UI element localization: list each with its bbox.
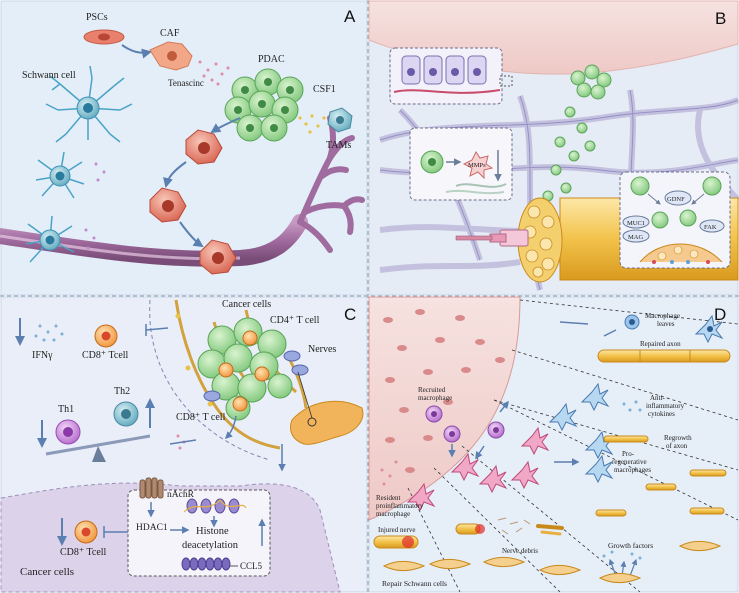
label-mmps: MMPs: [468, 162, 486, 169]
label-macro-leaves-1: Macrophage: [645, 312, 680, 320]
recruited-macrophages: [425, 405, 505, 443]
label-muc1: MUC1: [627, 220, 645, 227]
tumor-cluster-b: [542, 64, 612, 202]
label-pscs: PSCs: [86, 12, 108, 23]
panel-a-letter: A: [344, 7, 356, 26]
schwann-cell-3: [25, 215, 75, 263]
gdnf-bubble: [664, 190, 692, 206]
label-ifn: IFNγ: [32, 350, 53, 361]
label-resident-1: Resident: [376, 494, 401, 502]
axon-branches: [297, 115, 365, 253]
label-pro-3: macrophages: [614, 466, 651, 474]
label-growth: Growth factors: [608, 541, 653, 550]
label-mag: MAG: [628, 234, 643, 241]
gdnf-inset: [619, 171, 731, 269]
cd4-tcells: [218, 330, 270, 412]
label-csf1: CSF1: [313, 84, 336, 95]
label-pro-1: Pro-: [622, 450, 635, 458]
panel-c: C: [0, 296, 368, 593]
label-injured: Injured nerve: [378, 526, 416, 534]
panel-b: B: [368, 0, 739, 296]
cd8-tcells-c: [203, 350, 309, 402]
schwann-secretions: [84, 162, 106, 250]
macrophage-a3: [199, 239, 237, 275]
label-cd4: CD4⁺ T cell: [270, 315, 320, 326]
label-repair: Repair Schwann cells: [382, 579, 447, 588]
regrowth-axons: [595, 435, 727, 517]
tenascin-dots: [198, 60, 230, 86]
fak-bubble: [699, 219, 725, 233]
ifn-dots: [34, 324, 64, 342]
label-schwann: Schwann cell: [22, 70, 76, 81]
tissue-cells: [383, 309, 505, 473]
label-fak: FAK: [704, 224, 717, 231]
label-tenascinc: Tenascinc: [168, 78, 204, 88]
chromatin-bottom: [181, 557, 231, 571]
label-nachr: nAchR: [167, 490, 195, 500]
label-repaired-axon: Repaired axon: [640, 340, 681, 348]
mag-bubble: [622, 229, 650, 243]
pdac-cluster: [224, 68, 304, 142]
blue-macrophages: [548, 382, 614, 484]
pink-macrophages: [406, 426, 550, 512]
label-tams: TAMs: [326, 140, 351, 151]
repair-schwann-cells: [382, 541, 722, 583]
epithelial-cells: [401, 55, 487, 85]
macrophage-d-star: [694, 314, 724, 344]
label-ccl5: CCL5: [240, 561, 263, 571]
nachr-receptor: [139, 477, 164, 499]
panel-d-letter: D: [714, 305, 726, 324]
schwann-cell-2: [35, 151, 85, 199]
label-debris: Nerve debris: [502, 547, 538, 555]
label-regrowth-1: Regrowth: [664, 434, 692, 442]
label-gdnf: GDNF: [667, 196, 685, 203]
label-anti-1: Anti-: [650, 394, 665, 402]
mmp-burst: [462, 151, 494, 180]
panel-d: D Macrophage leaves: [368, 296, 739, 593]
label-pdac: PDAC: [258, 54, 285, 65]
panel-c-letter: C: [344, 305, 356, 324]
label-cd8-tcell: CD8⁺ T cell: [176, 412, 226, 423]
label-cancer-cells-bottom: Cancer cells: [20, 566, 74, 578]
label-caf: CAF: [160, 28, 180, 39]
pancreas: [290, 400, 364, 445]
injured-tissue: [368, 296, 521, 521]
label-th1: Th1: [58, 404, 74, 415]
label-recruited-1: Recruited: [418, 386, 446, 394]
label-anti-2: inflammatory: [646, 402, 685, 410]
label-deacetylation: deacetylation: [182, 540, 239, 551]
muc1-bubble: [622, 215, 650, 229]
label-resident-3: macrophage: [376, 510, 410, 518]
label-cd8-b: CD8⁺ Tcell: [60, 547, 107, 558]
macrophage-leaves: [624, 314, 640, 330]
csf1-dots: [298, 114, 326, 134]
label-cd8-a: CD8⁺ Tcell: [82, 350, 129, 361]
label-regrowth-2: of axon: [666, 442, 688, 450]
schwann-cell-1: [45, 65, 133, 143]
macrophage-a2: [149, 187, 187, 223]
repaired-axon: [597, 349, 731, 363]
label-cancer-cells-top: Cancer cells: [222, 299, 271, 310]
label-anti-3: cytokines: [648, 410, 675, 418]
panel-b-letter: B: [715, 9, 726, 28]
label-nerves: Nerves: [308, 344, 336, 355]
label-histone: Histone: [196, 526, 229, 537]
label-pro-2: regenerative: [612, 458, 647, 466]
label-hdac1: HDAC1: [136, 523, 168, 533]
label-resident-2: proinflammatory: [376, 502, 424, 510]
panel-a: A PSCs CAF Tenascinc: [0, 0, 368, 296]
label-macro-leaves-2: leaves: [657, 320, 675, 328]
label-recruited-2: macrophage: [418, 394, 452, 402]
label-th2: Th2: [114, 386, 130, 397]
macrophage-a1: [185, 129, 223, 165]
nerve-debris: [497, 517, 531, 535]
